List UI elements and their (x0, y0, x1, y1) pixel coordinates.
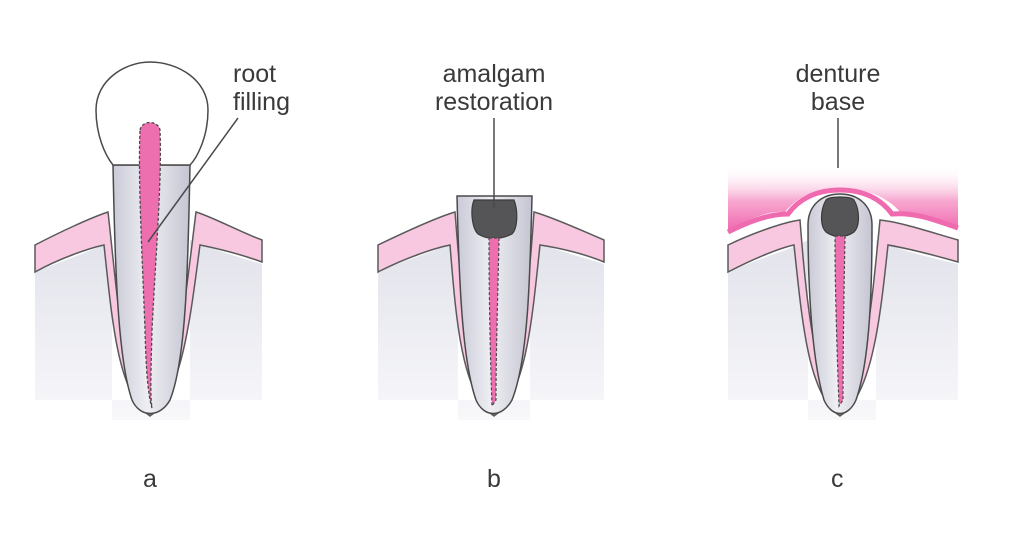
label-a-line2: filling (233, 88, 290, 116)
root-filling-a (138, 121, 162, 409)
bone-a (35, 240, 262, 420)
panel-b: amalgam restoration b (377, 60, 605, 493)
bone-c (728, 240, 958, 420)
panel-letter-b: b (487, 465, 501, 493)
panel-letter-a: a (143, 465, 157, 493)
panel-c: denture base c (726, 60, 959, 493)
root-filling-b (488, 237, 500, 408)
label-a-line1: root (233, 60, 276, 88)
label-c-line1: denture (796, 60, 881, 88)
denture-base-c (728, 165, 958, 230)
label-c-line2: base (811, 88, 865, 116)
panel-letter-c: c (831, 465, 844, 493)
label-b-line1: amalgam (443, 60, 546, 88)
label-b-line2: restoration (435, 88, 553, 116)
amalgam-c (820, 196, 860, 238)
denture-base-edge-c (726, 187, 959, 235)
panel-a: root filling a (34, 60, 290, 493)
root-filling-c (834, 235, 846, 408)
leader-line-a (147, 117, 239, 243)
gum-c (727, 219, 959, 417)
crown-a (95, 61, 209, 166)
bone-b (378, 240, 604, 420)
